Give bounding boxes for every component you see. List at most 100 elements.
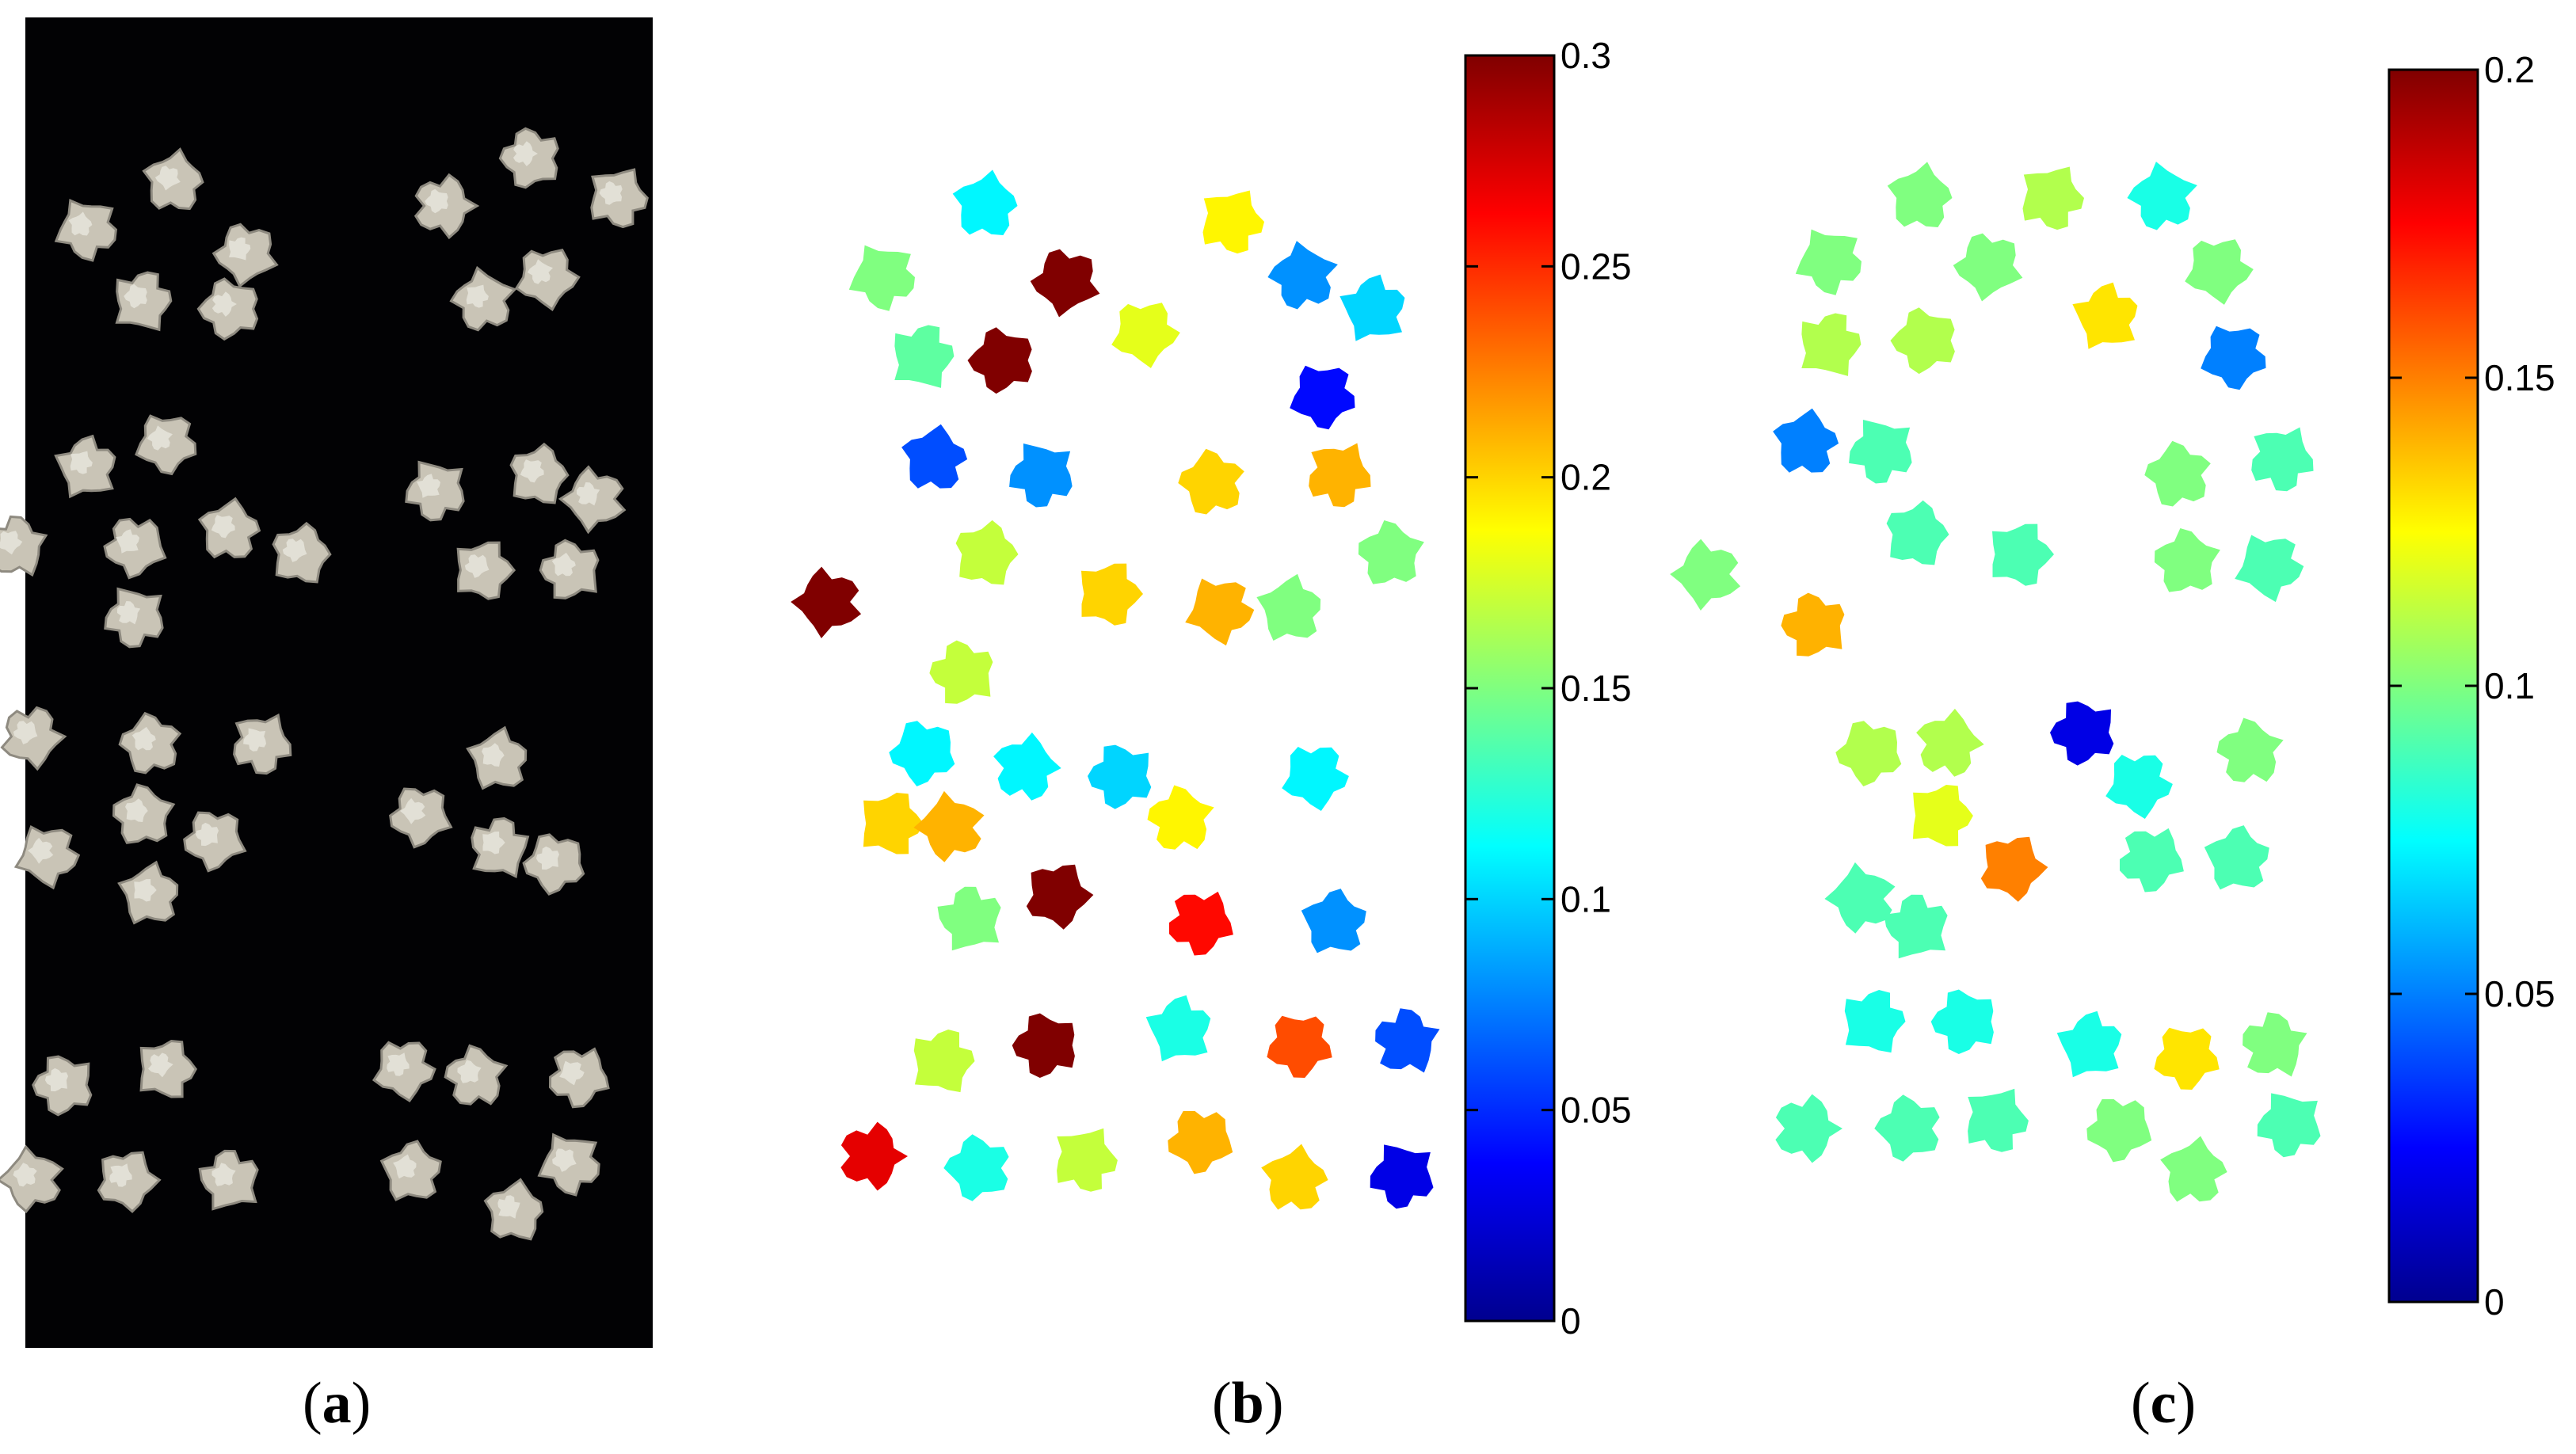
panel-a-background (25, 17, 653, 1348)
seed-highlight (417, 474, 440, 498)
seed-region (1256, 573, 1321, 641)
seed-highlight (400, 797, 426, 824)
seed-region (2086, 1099, 2152, 1163)
seed-region (1375, 1008, 1440, 1073)
colorbar-tick-label: 0.15 (1560, 668, 1632, 709)
seed-region (1057, 1128, 1118, 1192)
seed-region (2144, 440, 2211, 507)
seed-highlight (599, 181, 623, 205)
colorbar-tick-label: 0.1 (1560, 878, 1611, 919)
seed-highlight (154, 166, 181, 191)
seed-highlight (535, 846, 559, 870)
seed-region (1886, 500, 1949, 565)
colorbar-tick-label: 0.1 (2484, 665, 2535, 706)
panel-c-map (1670, 162, 2321, 1202)
seed-region (913, 1030, 975, 1093)
seed-highlight (0, 531, 23, 555)
seed-region (913, 790, 985, 862)
seed-region (2154, 528, 2220, 592)
seed-region (1370, 1144, 1434, 1209)
seed-region (791, 566, 862, 638)
seed-region (2201, 325, 2266, 390)
seed-region (1088, 744, 1152, 809)
seed-region (1912, 785, 1973, 847)
colorbar-tick-label: 0.2 (2484, 49, 2535, 90)
colorbar-c-ticks: 00.050.10.150.2 (2389, 49, 2555, 1323)
seed-highlight (211, 291, 237, 317)
colorbar-tick-label: 0.3 (1560, 35, 1611, 76)
seed-highlight (147, 425, 173, 451)
seed-region (1775, 1094, 1842, 1163)
seed-region (2120, 828, 2184, 893)
seed-region (1930, 989, 1994, 1054)
seed-region (1968, 1088, 2029, 1152)
seed-region (1026, 864, 1094, 930)
seed-region (1887, 162, 1953, 227)
seed-highlight (551, 552, 576, 577)
seed-highlight (195, 822, 219, 847)
seed-region (1009, 443, 1073, 508)
seed-highlight (282, 539, 307, 562)
seed-region (1267, 1015, 1332, 1078)
seed-highlight (457, 1060, 482, 1083)
seed-region (1801, 313, 1862, 376)
seed-region (2050, 701, 2114, 766)
colorbar-c: 00.050.10.150.2 (2387, 49, 2555, 1323)
colorbar-tick-label: 0 (1560, 1300, 1581, 1342)
seed-region (1290, 365, 1355, 430)
seed-highlight (576, 482, 600, 506)
seed-region (1849, 420, 1912, 484)
seed-region (1309, 443, 1371, 508)
panel-label-a: (a) (303, 1371, 371, 1436)
seed-region (1261, 1144, 1328, 1210)
seed-region (2251, 427, 2314, 492)
seed-region (1953, 233, 2023, 302)
seed-region (1202, 190, 1264, 254)
seed-region (943, 1134, 1009, 1201)
seed-region (1980, 836, 2048, 902)
seed-region (1781, 592, 1845, 657)
seed-highlight (387, 1052, 410, 1076)
seed-highlight (552, 1148, 577, 1172)
seed-region (1844, 990, 1906, 1053)
seed-region (1773, 408, 1839, 473)
seed-region (1916, 708, 1984, 777)
colorbar-tick-label: 0.05 (1560, 1090, 1632, 1131)
seed-region (848, 245, 915, 311)
seed-region (894, 325, 955, 388)
seed-highlight (520, 459, 544, 483)
seed-region (1795, 229, 1862, 295)
seed-highlight (134, 879, 157, 902)
seed-region (1178, 448, 1244, 515)
seed-region (1301, 889, 1366, 953)
seed-region (2056, 1011, 2122, 1078)
seed-region (1992, 523, 2054, 586)
seed-region (1012, 1013, 1075, 1078)
seed-region (1147, 785, 1214, 850)
colorbar-b-bar (1464, 54, 1556, 1323)
seed-highlight (425, 188, 448, 214)
seed-region (1884, 894, 1948, 959)
panel-label-b: (b) (1212, 1371, 1283, 1436)
seed-region (2216, 717, 2284, 782)
colorbar-tick-label: 0.2 (1560, 457, 1611, 498)
seed-highlight (243, 728, 266, 752)
seed-region (2243, 1012, 2307, 1077)
colorbar-tick-label: 0.25 (1560, 246, 1632, 287)
seed-region (2160, 1136, 2227, 1202)
seed-region (1169, 891, 1233, 956)
seed-region (1030, 249, 1100, 318)
seed-region (1168, 1111, 1233, 1174)
seed-region (2022, 166, 2084, 230)
seed-region (1111, 303, 1180, 368)
seed-highlight (482, 743, 505, 767)
seed-highlight (125, 798, 148, 822)
seed-highlight (497, 1195, 520, 1219)
seed-region (2185, 239, 2254, 305)
colorbar-tick-label: 0.05 (2484, 973, 2555, 1014)
seed-region (1185, 578, 1255, 646)
seed-region (955, 520, 1019, 585)
seed-highlight (527, 259, 553, 284)
seed-region (1282, 747, 1349, 811)
